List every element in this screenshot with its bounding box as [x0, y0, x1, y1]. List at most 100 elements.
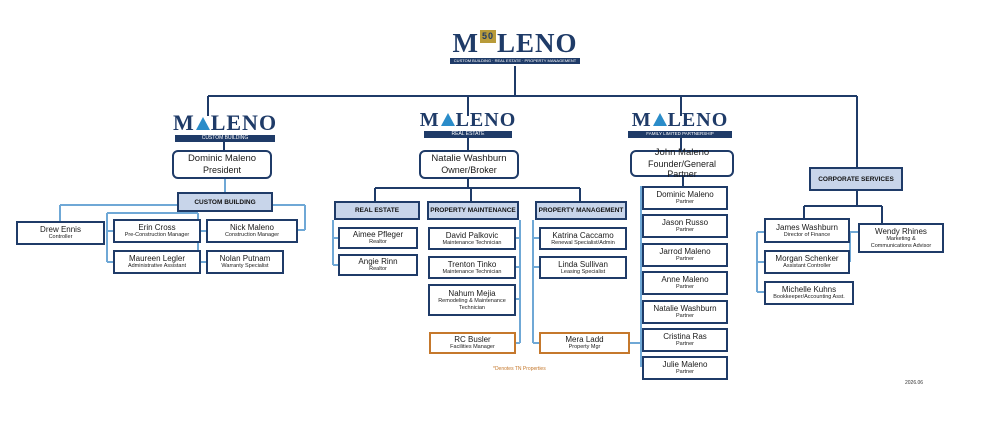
- node-partner-4: Anne Maleno Partner: [642, 271, 728, 295]
- division-tagline: FAMILY LIMITED PARTNERSHIP: [628, 131, 732, 138]
- node-name: Jarrod Maleno: [659, 247, 711, 257]
- node-angie-rinn: Angie Rinn Realtor: [338, 254, 418, 276]
- logo-letter: M: [419, 109, 440, 131]
- node-partner-1: Dominic Maleno Partner: [642, 186, 728, 210]
- node-partner-2: Jason Russo Partner: [642, 214, 728, 238]
- node-title: Realtor: [369, 266, 387, 273]
- logo-letter: M: [631, 109, 652, 131]
- logo-letters: LENO: [455, 109, 517, 131]
- node-linda-sullivan: Linda Sullivan Leasing Specialist: [539, 256, 627, 279]
- node-name: Trenton Tinko: [447, 259, 497, 269]
- node-nahum-mejia: Nahum Mejia Remodeling & Maintenance Tec…: [428, 284, 516, 316]
- node-name: Drew Ennis: [40, 225, 81, 235]
- node-name: Nick Maleno: [229, 223, 274, 233]
- node-title: Partner: [675, 256, 695, 263]
- node-title: Maintenance Technician: [442, 239, 502, 246]
- node-title: Facilities Manager: [450, 344, 495, 351]
- node-title: President: [202, 164, 242, 175]
- node-partner-3: Jarrod Maleno Partner: [642, 243, 728, 267]
- node-michelle-kuhns: Michelle Kuhns Bookkeeper/Accounting Ass…: [764, 281, 854, 305]
- node-partner-5: Natalie Washburn Partner: [642, 300, 728, 324]
- node-name: Linda Sullivan: [558, 259, 608, 269]
- node-title: Founder/General Partner: [647, 158, 717, 179]
- node-title: Renewal Specialist/Admin: [551, 239, 615, 246]
- node-wendy-rhines: Wendy Rhines Marketing & Communications …: [858, 223, 944, 253]
- node-partner-6: Cristina Ras Partner: [642, 328, 728, 352]
- node-title: Partner: [675, 199, 695, 206]
- node-name: Mera Ladd: [565, 335, 604, 345]
- roof-icon: [652, 113, 667, 126]
- node-name: Dominic Maleno: [656, 190, 714, 200]
- roof-icon: [195, 117, 210, 130]
- node-james-washburn: James Washburn Director of Finance: [764, 218, 850, 243]
- node-title: Assistant Controller: [783, 263, 831, 270]
- logo-letters: LENO: [667, 109, 729, 131]
- node-trenton-tinko: Trenton Tinko Maintenance Technician: [428, 256, 516, 279]
- node-name: Katrina Caccamo: [552, 230, 614, 240]
- node-name: John Maleno: [654, 146, 710, 158]
- node-title: Administrative Assistant: [127, 263, 187, 270]
- dept-real-estate: REAL ESTATE: [334, 201, 420, 220]
- node-title: Director of Finance: [783, 231, 831, 238]
- node-title: Construction Manager: [224, 232, 280, 239]
- node-name: David Palkovic: [445, 230, 499, 240]
- node-name: Jason Russo: [661, 218, 709, 228]
- division-tagline: CUSTOM BUILDING: [175, 135, 275, 142]
- node-nick-maleno: Nick Maleno Construction Manager: [206, 219, 298, 243]
- node-rc-busler: RC Busler Facilities Manager: [429, 332, 516, 354]
- node-name: Julie Maleno: [662, 360, 708, 370]
- division-logo-family-partnership: M LENO FAMILY LIMITED PARTNERSHIP: [628, 110, 732, 138]
- logo-letters: LENO: [496, 28, 578, 58]
- node-title: Leasing Specialist: [560, 268, 606, 275]
- node-dominic-maleno: Dominic Maleno President: [172, 150, 272, 179]
- node-title: Realtor: [369, 239, 387, 246]
- node-name: Natalie Washburn: [431, 152, 507, 164]
- node-title: Owner/Broker: [441, 164, 497, 175]
- dept-property-maintenance: PROPERTY MAINTENANCE: [427, 201, 519, 220]
- node-david-palkovic: David Palkovic Maintenance Technician: [428, 227, 516, 250]
- node-title: Partner: [675, 313, 695, 320]
- logo-letters: LENO: [210, 110, 278, 135]
- node-name: RC Busler: [454, 335, 491, 345]
- node-title: Property Mgr: [568, 344, 601, 351]
- node-title: Partner: [675, 341, 695, 348]
- logo-letter: M: [172, 110, 195, 135]
- node-title: Remodeling & Maintenance Technician: [438, 298, 506, 311]
- roof-icon: [440, 113, 455, 126]
- node-title: Partner: [675, 227, 695, 234]
- node-title: Maintenance Technician: [442, 268, 502, 275]
- node-title: Controller: [48, 234, 73, 241]
- node-name: Nahum Mejia: [448, 289, 496, 299]
- node-morgan-schenker: Morgan Schenker Assistant Controller: [764, 250, 850, 274]
- node-name: Morgan Schenker: [775, 254, 839, 264]
- anniversary-badge: 50: [479, 30, 496, 43]
- node-maureen-legler: Maureen Legler Administrative Assistant: [113, 250, 201, 274]
- node-title: Partner: [675, 284, 695, 291]
- node-name: Maureen Legler: [128, 254, 186, 264]
- node-title: Pre-Construction Manager: [124, 232, 190, 239]
- node-name: James Washburn: [776, 222, 838, 232]
- node-title: Warranty Specialist: [221, 263, 269, 270]
- footnote: *Denotes TN Properties: [493, 366, 546, 372]
- dept-property-management: PROPERTY MANAGEMENT: [535, 201, 627, 220]
- node-partner-7: Julie Maleno Partner: [642, 356, 728, 380]
- dept-custom-building: CUSTOM BUILDING: [177, 192, 273, 212]
- node-aimee-pfleger: Aimee Pfleger Realtor: [338, 227, 418, 249]
- node-name: Angie Rinn: [358, 257, 398, 267]
- node-title: Partner: [675, 369, 695, 376]
- node-title: Bookkeeper/Accounting Asst.: [773, 294, 845, 301]
- node-name: Anne Maleno: [661, 275, 709, 285]
- node-name: Cristina Ras: [663, 332, 707, 342]
- node-nolan-putnam: Nolan Putnam Warranty Specialist: [206, 250, 284, 274]
- node-name: Aimee Pfleger: [352, 230, 404, 240]
- node-john-maleno: John Maleno Founder/General Partner: [630, 146, 734, 179]
- node-name: Dominic Maleno: [187, 152, 257, 164]
- logo-letter: M: [452, 28, 479, 58]
- node-natalie-washburn: Natalie Washburn Owner/Broker: [419, 150, 519, 179]
- node-drew-ennis: Drew Ennis Controller: [16, 221, 105, 245]
- node-mera-ladd: Mera Ladd Property Mgr: [539, 332, 630, 354]
- node-erin-cross: Erin Cross Pre-Construction Manager: [113, 219, 201, 243]
- node-name: Michelle Kuhns: [781, 285, 837, 295]
